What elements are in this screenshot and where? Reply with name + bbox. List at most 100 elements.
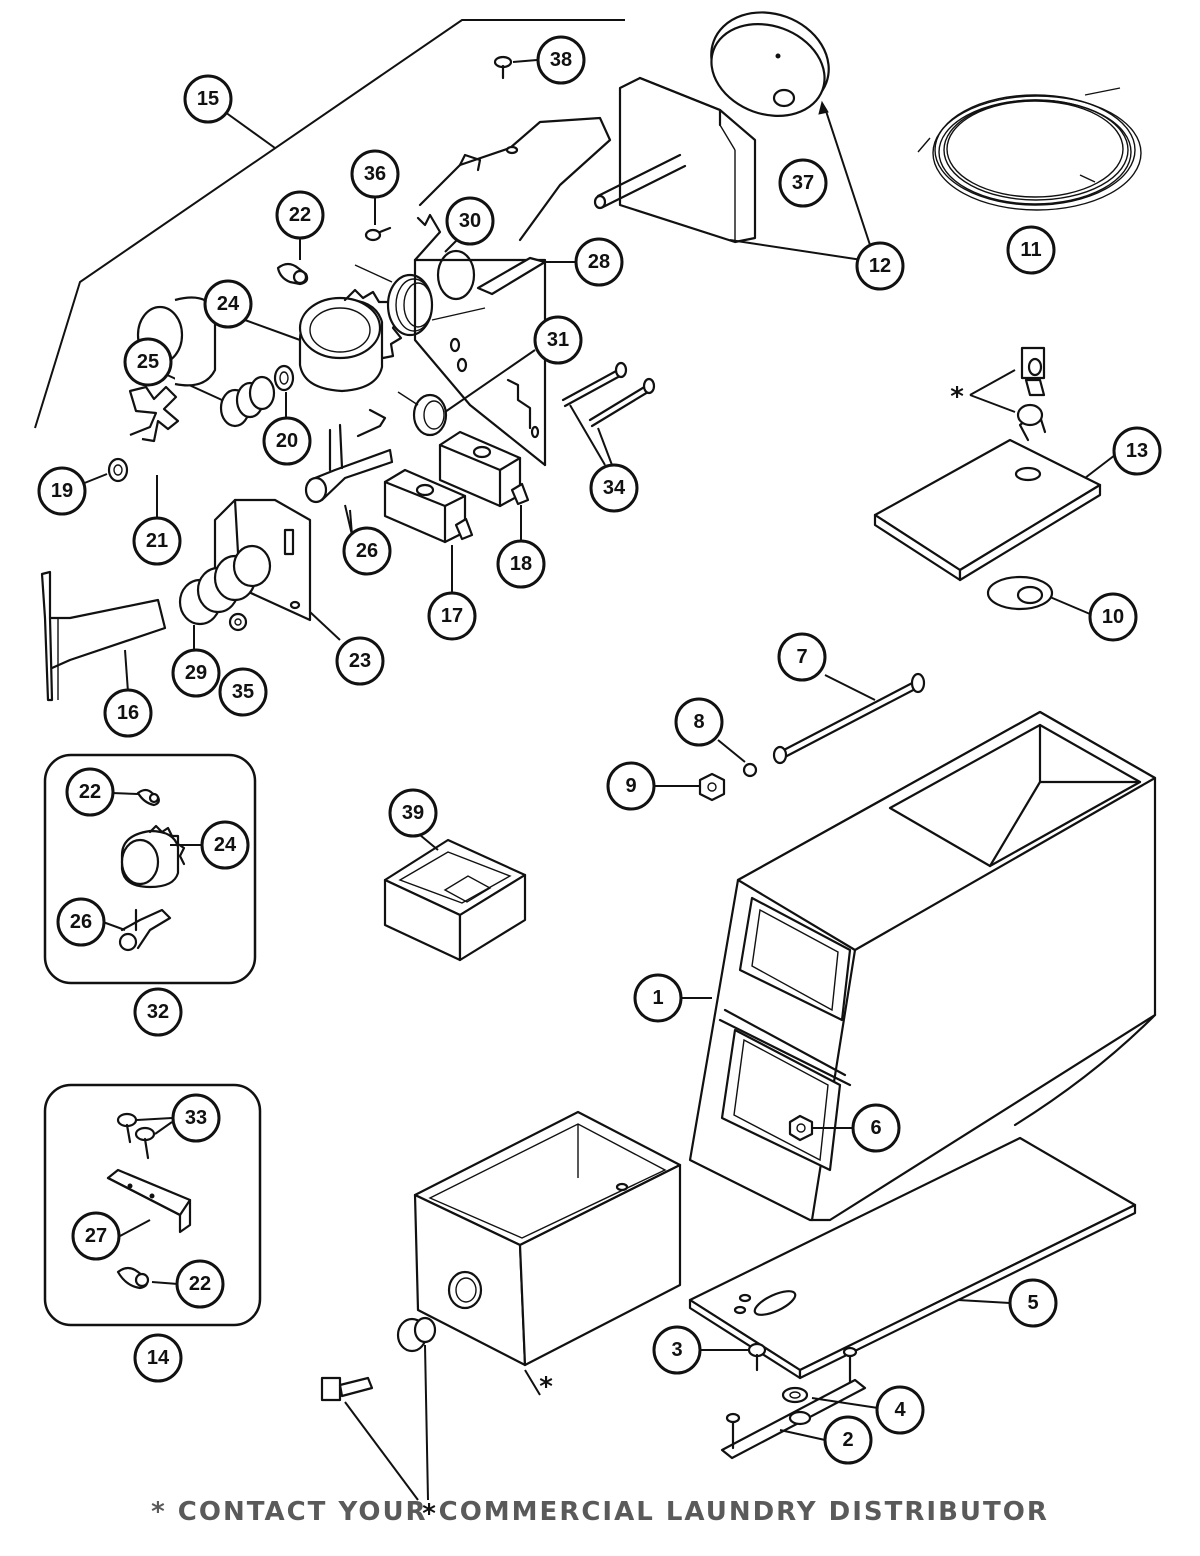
svg-text:26: 26 [356,540,378,562]
part-8-washer [717,739,758,778]
part-35-nut [228,612,248,632]
callout-22-group14: 22 [175,1259,225,1309]
callout-21: 21 [132,516,182,566]
svg-text:32: 32 [147,1001,169,1023]
svg-text:2: 2 [842,1429,853,1451]
part-26-clip [304,408,394,536]
part-11-wire-coil [917,87,1142,211]
callout-5: 5 [1008,1278,1058,1328]
callout-24-group32: 24 [200,820,250,870]
bracket-15 [34,19,625,429]
part-17-switch [383,468,474,592]
part-36-screw [364,198,392,242]
callout-29: 29 [171,648,221,698]
part-9-nut [652,772,726,802]
callout-6: 6 [851,1103,901,1153]
part-29-spring [178,544,272,650]
callout-37: 37 [778,158,828,208]
svg-text:8: 8 [693,711,704,733]
part-3-screw [700,1342,767,1372]
part-1-cabinet [680,710,1157,1222]
svg-text:33: 33 [185,1107,207,1129]
svg-text:10: 10 [1102,606,1124,628]
svg-text:29: 29 [185,662,207,684]
callout-32: 32 [133,987,183,1037]
svg-text:15: 15 [197,88,219,110]
callout-16: 16 [103,688,153,738]
callout-36: 36 [350,149,400,199]
callout-19: 19 [37,466,87,516]
svg-text:22: 22 [289,204,311,226]
callout-34: 34 [589,463,639,513]
callout-35: 35 [218,667,268,717]
callout-30: 30 [445,196,495,246]
svg-text:21: 21 [146,530,168,552]
callout-33: 33 [171,1093,221,1143]
svg-text:14: 14 [147,1347,170,1369]
svg-text:11: 11 [1020,239,1041,261]
callout-25: 25 [123,337,173,387]
svg-text:16: 16 [117,702,139,724]
svg-text:37: 37 [792,172,814,194]
svg-text:35: 35 [232,681,254,703]
part-21-cam [128,296,217,518]
callout-22-top: 22 [275,190,325,240]
callout-23: 23 [335,636,385,686]
svg-text:7: 7 [796,646,807,668]
svg-text:3: 3 [671,1339,682,1361]
part-39-tray [383,834,527,962]
callout-27: 27 [71,1211,121,1261]
callout-3: 3 [652,1325,702,1375]
callout-8: 8 [674,697,724,747]
callout-2: 2 [823,1415,873,1465]
part-19-nut [81,457,129,485]
callout-13: 13 [1112,426,1162,476]
svg-text:30: 30 [459,210,481,232]
callout-10: 10 [1088,592,1138,642]
callout-1: 1 [633,973,683,1023]
svg-text:34: 34 [603,477,626,499]
svg-text:36: 36 [364,163,386,185]
part-25-spring [164,373,276,428]
part-20-washer [273,364,295,418]
svg-text:18: 18 [510,553,532,575]
part-12-motor-assembly [418,11,871,261]
svg-text:26: 26 [70,911,92,933]
asterisk-lock: * [422,1499,436,1529]
asterisk-coin-box: * [539,1372,553,1402]
svg-text:22: 22 [79,781,101,803]
callout-38: 38 [536,35,586,85]
part-18-switch [438,430,530,540]
svg-text:24: 24 [217,293,240,315]
callout-17: 17 [427,591,477,641]
callout-18: 18 [496,539,546,589]
part-7-rod [772,672,926,765]
svg-text:19: 19 [51,480,73,502]
callout-9: 9 [606,761,656,811]
callout-14: 14 [133,1333,183,1383]
svg-text:13: 13 [1126,440,1148,462]
svg-text:17: 17 [441,605,463,627]
callout-20: 20 [262,416,312,466]
svg-text:6: 6 [870,1117,881,1139]
svg-text:1: 1 [652,987,663,1009]
callout-26-group32: 26 [56,897,106,947]
part-22-wing-clip [276,235,309,286]
callout-28: 28 [574,237,624,287]
part-31-grommet [397,349,536,437]
part-24-actuator-drum [244,288,403,393]
part-6-nut [788,1114,852,1142]
part-13-lid [873,346,1116,582]
lock-cylinder [396,1316,437,1501]
svg-text:39: 39 [402,802,424,824]
svg-text:12: 12 [869,255,891,277]
part-30-bushing [354,231,486,337]
svg-text:38: 38 [550,49,572,71]
svg-text:28: 28 [588,251,610,273]
svg-text:24: 24 [214,834,237,856]
part-28-mounting-plate [413,213,575,467]
callout-24-top: 24 [203,279,253,329]
part-34-bolts [561,361,656,466]
svg-text:22: 22 [189,1273,211,1295]
